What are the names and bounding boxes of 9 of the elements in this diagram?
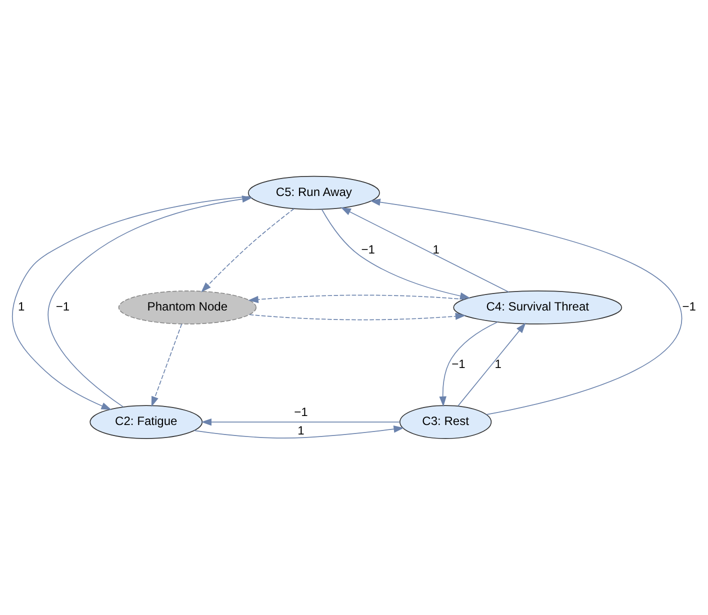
edge-label: 1 xyxy=(298,423,304,438)
edge-label: −1 xyxy=(361,242,375,256)
edge-label: −1 xyxy=(682,300,696,314)
edge-label: 1 xyxy=(494,356,502,371)
edge-label: 1 xyxy=(18,300,25,314)
edge-label: −1 xyxy=(452,356,466,371)
edge-label: −1 xyxy=(294,405,308,420)
edge-label: −1 xyxy=(56,300,70,314)
edge-label: 1 xyxy=(432,242,440,256)
